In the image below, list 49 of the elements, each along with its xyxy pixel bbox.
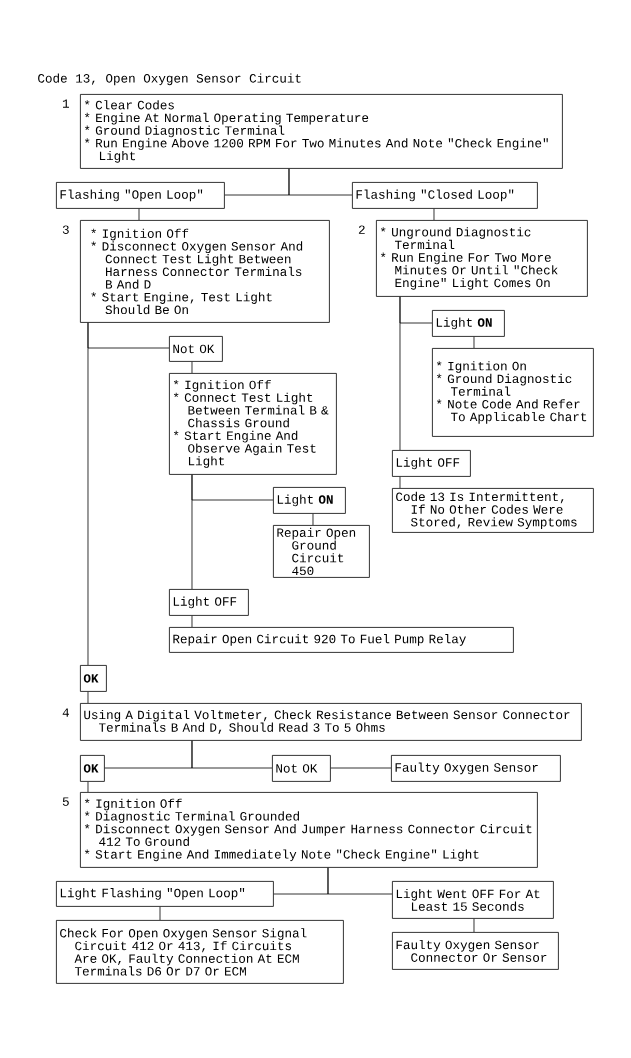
step-number: 3: [62, 225, 69, 234]
result-box: Faulty Oxygen Sensor Connector Or Sensor: [392, 932, 559, 970]
connector-line: [191, 474, 193, 590]
condition-box: Not OK: [272, 755, 331, 782]
connector-line: [330, 767, 392, 769]
condition-box: Flashing "Closed Loop": [352, 182, 538, 209]
connector-line: [473, 918, 475, 933]
instruction-box: * Ignition Off * Disconnect Oxygen Sensor And Connect Test Light Between Harness Connector Terminals B And D * Start Engine, Test Light Should Be On: [80, 220, 330, 323]
connector-line: [191, 740, 273, 769]
condition-box: Light OFF: [169, 589, 249, 616]
condition-box: Flashing "Open Loop": [56, 182, 225, 209]
step-number: 5: [62, 797, 69, 806]
instruction-box: * Ignition On * Ground Diagnostic Terminal * Note Code And Refer To Applicable Chart: [432, 348, 594, 437]
connector-line: [399, 476, 401, 489]
condition-box: Light Flashing "Open Loop": [56, 881, 274, 907]
result-box: Code 13 Is Intermittent, If No Other Codes Were Stored, Review Symptoms: [392, 488, 594, 533]
step-number: 4: [62, 708, 69, 717]
instruction-box: * Ignition Off * Connect Test Light Between Terminal B & Chassis Ground * Start Engine And Observe Again Test Light: [169, 373, 337, 475]
connector-line: [87, 781, 89, 793]
condition-box: OK: [80, 755, 105, 782]
connector-line: [312, 513, 314, 526]
condition-box: Light Went OFF For At Least 15 Seconds: [392, 881, 554, 919]
instruction-box: * Ignition Off * Diagnostic Terminal Grounded * Disconnect Oxygen Sensor And Jumper Harness Connector Circuit 412 To Ground * Start Engine And Immediately Note "Check Engine" Light: [80, 792, 538, 868]
condition-box: Light OFF: [392, 450, 471, 477]
connector-line: [191, 361, 193, 374]
result-box: Check For Open Oxygen Sensor Signal Circuit 412 Or 413, If Circuits Are OK, Faulty Connection At ECM Terminals D6 Or D7 Or ECM: [56, 920, 344, 984]
condition-box: Light ON: [432, 310, 505, 337]
condition-box: Light ON: [273, 487, 346, 514]
connector-line: [399, 296, 401, 451]
connector-line: [87, 691, 89, 704]
connector-line: [87, 322, 89, 666]
connector-line: [433, 208, 435, 221]
condition-box: Not OK: [169, 336, 223, 362]
connector-line: [138, 208, 140, 221]
instruction-box: * Clear Codes * Engine At Normal Operating Temperature * Ground Diagnostic Terminal * Run Engine Above 1200 RPM For Two Minutes And Note "Check Engine" Light: [80, 94, 563, 169]
connector-line: [473, 336, 475, 349]
result-box: Repair Open Circuit 920 To Fuel Pump Relay: [169, 627, 514, 653]
title: Code 13, Open Oxygen Sensor Circuit: [38, 73, 301, 86]
instruction-box: * Unground Diagnostic Terminal * Run Engine For Two More Minutes Or Until "Check Engine" Light Comes On: [376, 220, 588, 297]
connector-line: [288, 168, 353, 196]
step-number: 2: [358, 225, 365, 234]
condition-box: OK: [80, 665, 107, 692]
connector-line: [159, 906, 161, 921]
step-number: 1: [62, 99, 69, 108]
instruction-box: Using A Digital Voltmeter, Check Resistance Between Sensor Connector Terminals B And D, Should Read 3 To 5 Ohms: [80, 703, 582, 741]
result-box: Faulty Oxygen Sensor: [391, 755, 561, 782]
connector-line: [327, 867, 393, 895]
connector-line: [191, 615, 193, 628]
result-box: Repair Open Ground Circuit 450: [273, 525, 370, 578]
